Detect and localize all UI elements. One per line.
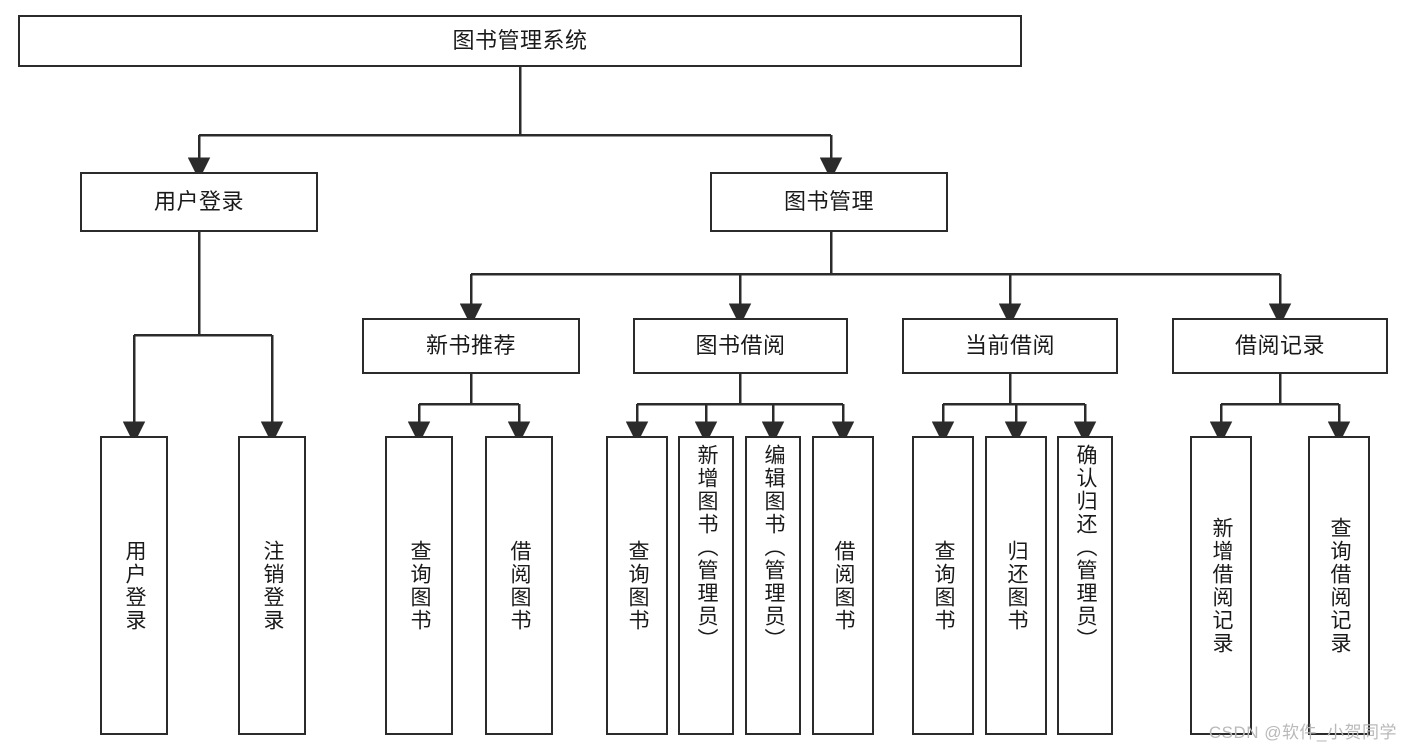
node-new-book-recommend[interactable]: 新书推荐 — [362, 318, 580, 374]
leaf-node[interactable]: 借阅图书 — [812, 436, 874, 735]
csdn-watermark: CSDN @软件_小贺同学 — [1208, 723, 1397, 742]
leaf-node-label: 新增图书（管理员） — [695, 444, 719, 651]
node-user-login-label: 用户登录 — [153, 189, 244, 215]
leaf-node-label: 新增借阅记录 — [1210, 516, 1234, 655]
leaf-node[interactable]: 查询图书 — [912, 436, 974, 735]
leaf-node-label: 确认归还（管理员） — [1074, 444, 1098, 651]
node-current-borrow-label: 当前借阅 — [964, 333, 1055, 359]
node-root-label: 图书管理系统 — [452, 28, 588, 54]
node-book-borrow-label: 图书借阅 — [695, 333, 786, 359]
leaf-node[interactable]: 注销登录 — [238, 436, 306, 735]
leaf-node[interactable]: 归还图书 — [985, 436, 1047, 735]
node-borrow-record-label: 借阅记录 — [1234, 333, 1325, 359]
leaf-node[interactable]: 查询借阅记录 — [1308, 436, 1370, 735]
leaf-node-label: 查询借阅记录 — [1328, 516, 1352, 655]
leaf-node[interactable]: 确认归还（管理员） — [1057, 436, 1113, 735]
leaf-node-label: 查询图书 — [626, 539, 650, 632]
leaf-node-label: 用户登录 — [123, 539, 147, 632]
leaf-node[interactable]: 借阅图书 — [485, 436, 553, 735]
node-book-borrow[interactable]: 图书借阅 — [633, 318, 848, 374]
node-new-book-recommend-label: 新书推荐 — [425, 333, 516, 359]
leaf-node-label: 归还图书 — [1005, 539, 1029, 632]
leaf-node[interactable]: 查询图书 — [385, 436, 453, 735]
node-user-login[interactable]: 用户登录 — [80, 172, 318, 232]
node-book-management[interactable]: 图书管理 — [710, 172, 948, 232]
leaf-node[interactable]: 用户登录 — [100, 436, 168, 735]
node-root-system[interactable]: 图书管理系统 — [18, 15, 1022, 67]
node-borrow-record[interactable]: 借阅记录 — [1172, 318, 1388, 374]
leaf-node-label: 查询图书 — [932, 539, 956, 632]
leaf-node-label: 注销登录 — [261, 539, 285, 632]
leaf-node-label: 查询图书 — [408, 539, 432, 632]
leaf-node[interactable]: 编辑图书（管理员） — [745, 436, 801, 735]
leaf-node-label: 借阅图书 — [508, 539, 532, 632]
leaf-node[interactable]: 新增借阅记录 — [1190, 436, 1252, 735]
leaf-node[interactable]: 新增图书（管理员） — [678, 436, 734, 735]
leaf-node-label: 编辑图书（管理员） — [762, 444, 786, 651]
node-book-management-label: 图书管理 — [783, 189, 874, 215]
node-current-borrow[interactable]: 当前借阅 — [902, 318, 1118, 374]
leaf-node[interactable]: 查询图书 — [606, 436, 668, 735]
leaf-node-label: 借阅图书 — [832, 539, 856, 632]
